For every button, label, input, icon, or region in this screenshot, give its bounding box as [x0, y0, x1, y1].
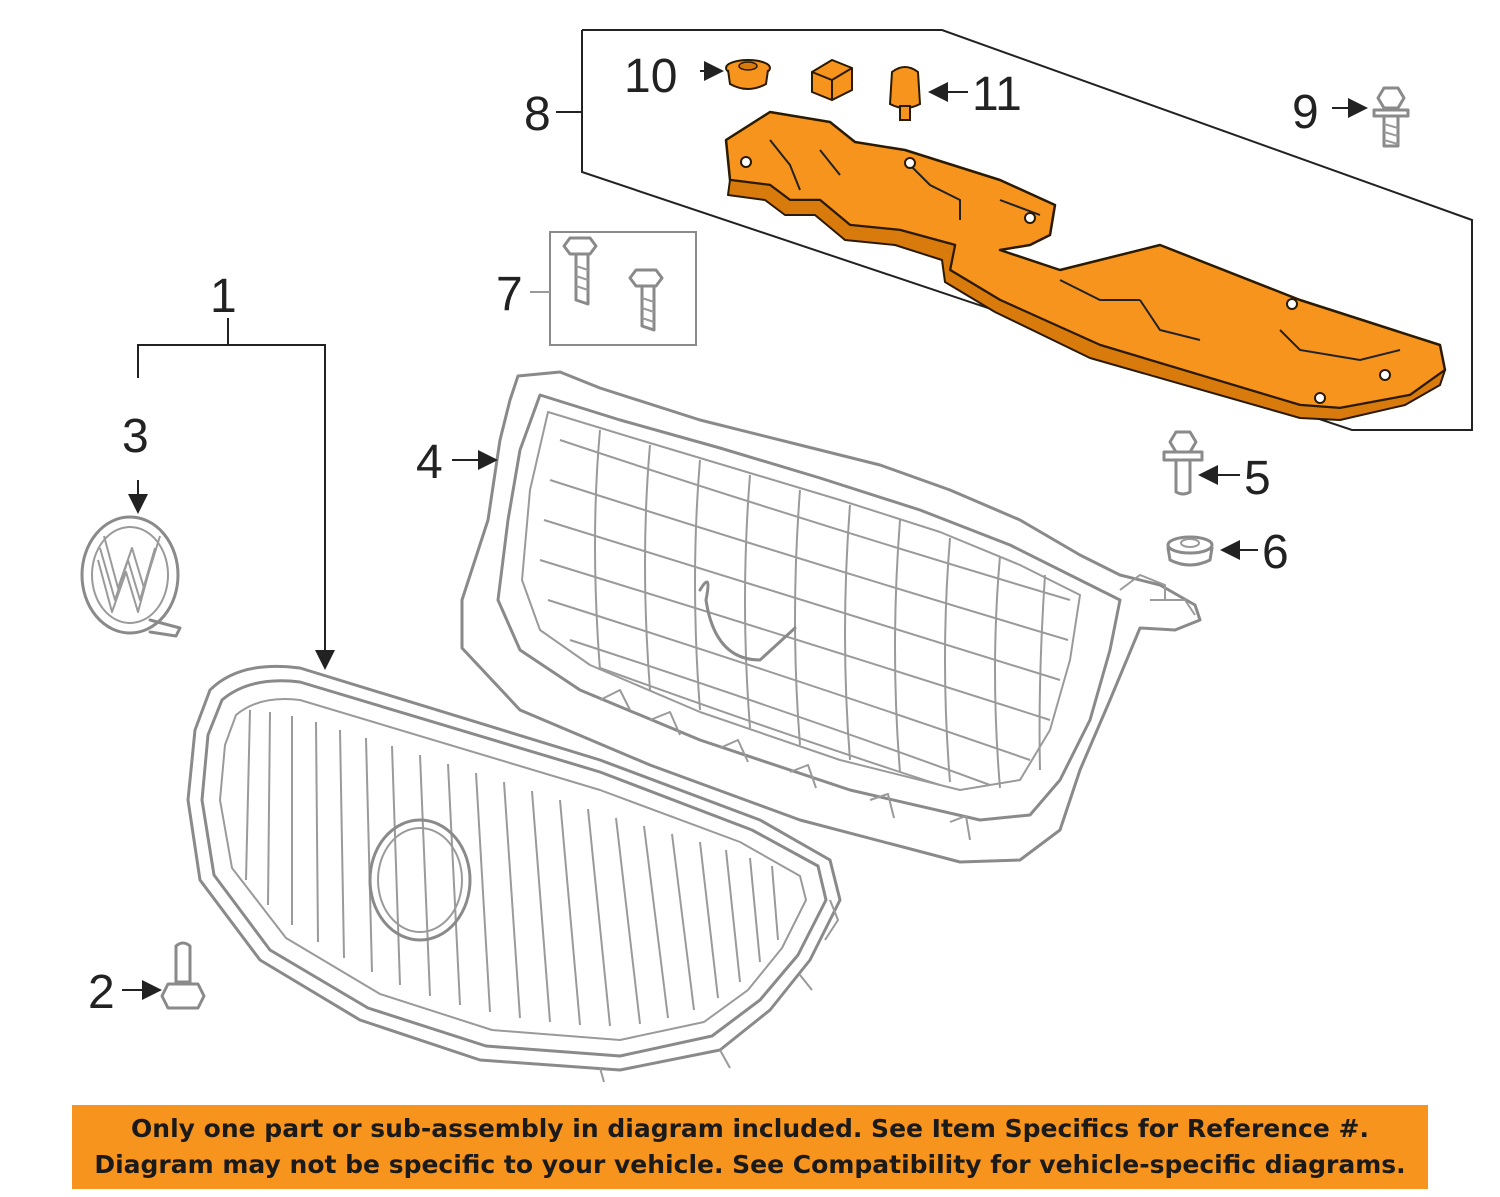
part-5-bolt[interactable] [1162, 430, 1204, 496]
part-2-bolt[interactable] [160, 941, 206, 1010]
callout-5: 5 [1244, 452, 1271, 505]
callout-6: 6 [1262, 526, 1289, 579]
insulator-pad[interactable] [811, 58, 853, 102]
part-11-bumper[interactable] [888, 66, 922, 121]
part-10-grommet[interactable] [725, 59, 771, 90]
part-7-bolt-set[interactable] [530, 231, 697, 346]
callout-9: 9 [1292, 86, 1319, 139]
part-6-nut[interactable] [1166, 535, 1214, 567]
part-1-leader [128, 318, 335, 670]
callout-2: 2 [88, 966, 115, 1019]
part-9-bolt[interactable] [1372, 86, 1410, 148]
part-1-front-grille[interactable] [186, 664, 842, 1083]
callout-7: 7 [496, 268, 523, 321]
part-8-box [556, 29, 1473, 431]
callout-11: 11 [972, 68, 1022, 121]
disclaimer-line-1: Only one part or sub-assembly in diagram… [131, 1114, 1369, 1143]
callout-4: 4 [416, 436, 443, 489]
disclaimer-line-2: Diagram may not be specific to your vehi… [94, 1150, 1406, 1179]
callout-8: 8 [524, 88, 551, 141]
part-8-upper-tie-bar-bracket[interactable] [724, 110, 1447, 421]
callout-1: 1 [210, 270, 237, 323]
part-3-emblem[interactable] [80, 515, 182, 638]
callout-3: 3 [122, 410, 149, 463]
disclaimer-banner: Only one part or sub-assembly in diagram… [72, 1105, 1428, 1189]
callout-10: 10 [624, 50, 677, 103]
part-4-grille-mount-frame[interactable] [460, 370, 1202, 864]
